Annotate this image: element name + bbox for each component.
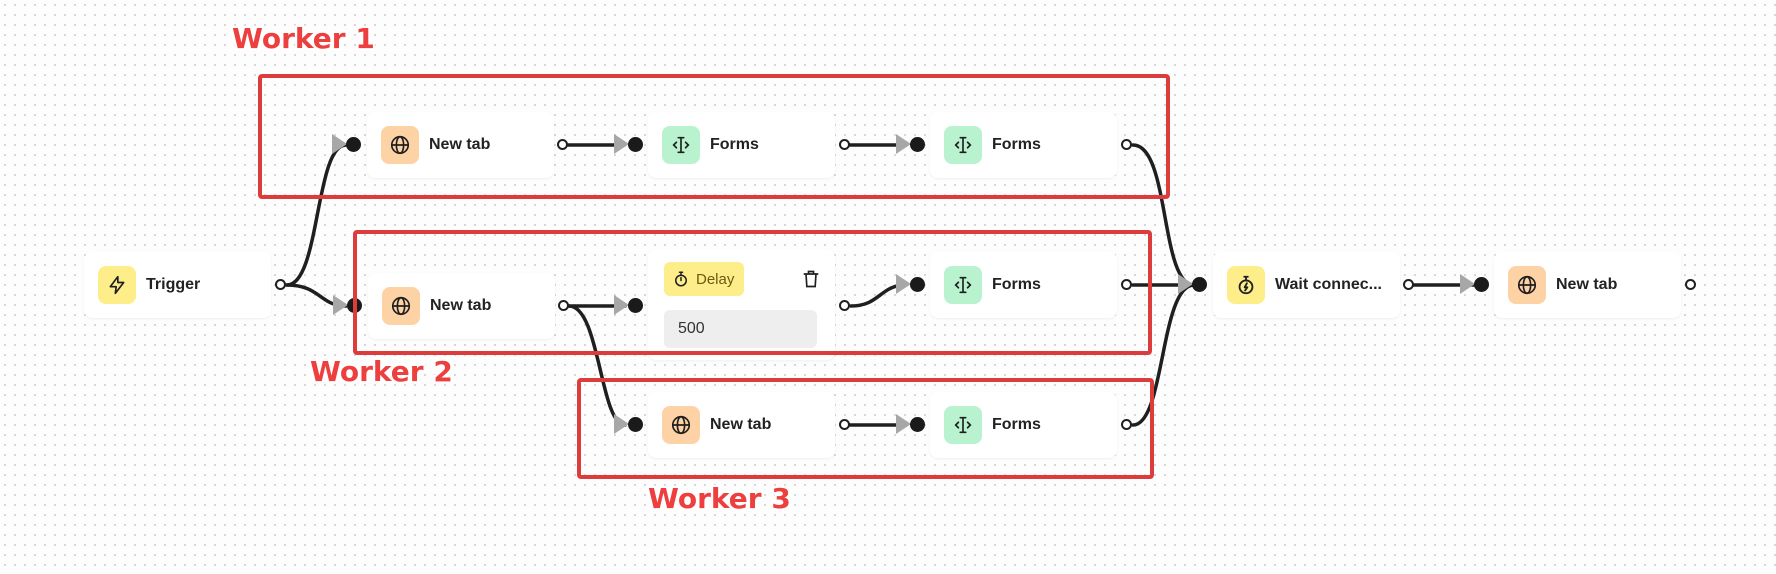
output-port[interactable] <box>275 279 286 290</box>
input-port[interactable] <box>910 277 925 292</box>
worker-2-label: Worker 2 <box>310 355 453 388</box>
text-cursor-icon <box>944 266 982 304</box>
node-label: Forms <box>992 276 1041 293</box>
output-port[interactable] <box>558 300 569 311</box>
node-label: New tab <box>1556 276 1618 293</box>
input-arrow <box>614 295 629 315</box>
node-label: New tab <box>429 136 491 153</box>
input-arrow <box>896 274 911 294</box>
input-port[interactable] <box>1192 277 1207 292</box>
timer-icon <box>1227 266 1265 304</box>
node-label: New tab <box>710 416 772 433</box>
output-port[interactable] <box>1121 139 1132 150</box>
globe-icon <box>1508 266 1546 304</box>
globe-icon <box>382 287 420 325</box>
input-port[interactable] <box>628 417 643 432</box>
delay-value-input[interactable]: 500 <box>664 310 817 348</box>
output-port[interactable] <box>1121 419 1132 430</box>
w2-delay-node[interactable]: Delay 500 <box>648 250 835 360</box>
text-cursor-icon <box>662 126 700 164</box>
input-arrow <box>1460 274 1475 294</box>
final-newtab-node[interactable]: New tab <box>1494 252 1681 318</box>
input-port[interactable] <box>628 298 643 313</box>
timer-icon <box>675 271 687 287</box>
w3-newtab-node[interactable]: New tab <box>648 392 835 458</box>
output-port[interactable] <box>1121 279 1132 290</box>
trigger-node[interactable]: Trigger <box>84 252 271 318</box>
output-port[interactable] <box>1403 279 1414 290</box>
input-arrow <box>896 134 911 154</box>
worker-2-box <box>353 230 1152 355</box>
input-arrow <box>614 134 629 154</box>
delay-label: Delay <box>696 270 735 288</box>
node-label: Forms <box>992 136 1041 153</box>
output-port[interactable] <box>839 139 850 150</box>
w1-forms-node-1[interactable]: Forms <box>648 112 835 178</box>
trash-icon[interactable] <box>801 268 821 295</box>
text-cursor-icon <box>944 406 982 444</box>
globe-icon <box>381 126 419 164</box>
text-cursor-icon <box>944 126 982 164</box>
node-label: New tab <box>430 297 492 314</box>
node-label: Trigger <box>146 276 201 293</box>
input-port[interactable] <box>628 137 643 152</box>
input-port[interactable] <box>910 417 925 432</box>
node-label: Wait connec... <box>1275 276 1382 293</box>
input-port[interactable] <box>346 137 361 152</box>
node-label: Forms <box>710 136 759 153</box>
w3-forms-node[interactable]: Forms <box>930 392 1117 458</box>
node-label: Forms <box>992 416 1041 433</box>
input-arrow <box>896 414 911 434</box>
input-arrow <box>614 414 629 434</box>
w1-forms-node-2[interactable]: Forms <box>930 112 1117 178</box>
worker-3-box <box>577 378 1154 479</box>
output-port[interactable] <box>839 419 850 430</box>
worker-1-label: Worker 1 <box>232 22 375 55</box>
output-port[interactable] <box>557 139 568 150</box>
input-arrow <box>332 134 347 154</box>
input-arrow <box>1178 274 1193 294</box>
worker-1-box <box>258 74 1170 199</box>
globe-icon <box>662 406 700 444</box>
output-port[interactable] <box>1685 279 1696 290</box>
w2-newtab-node[interactable]: New tab <box>368 273 555 339</box>
delay-badge: Delay <box>664 262 745 296</box>
output-port[interactable] <box>839 300 850 311</box>
w1-newtab-node[interactable]: New tab <box>367 112 554 178</box>
lightning-icon <box>98 266 136 304</box>
w2-forms-node[interactable]: Forms <box>930 252 1117 318</box>
worker-3-label: Worker 3 <box>648 482 791 515</box>
input-port[interactable] <box>1474 277 1489 292</box>
input-port[interactable] <box>910 137 925 152</box>
input-arrow <box>333 295 348 315</box>
wait-connections-node[interactable]: Wait connec... <box>1213 252 1400 318</box>
